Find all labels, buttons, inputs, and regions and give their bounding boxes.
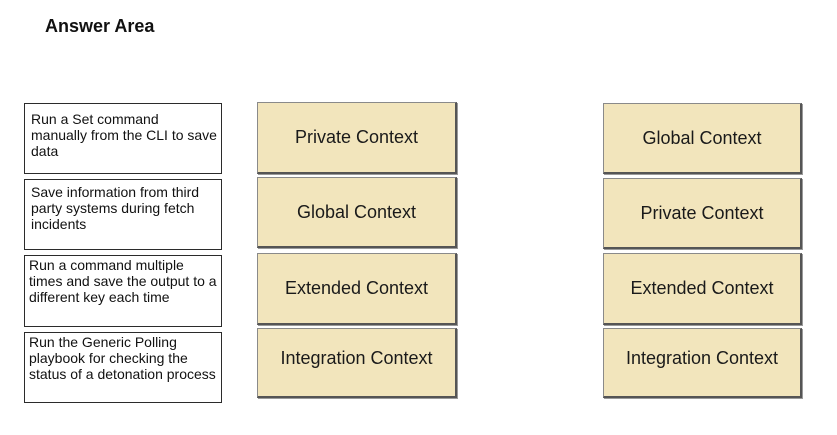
answer-slot-3[interactable]: Extended Context — [257, 253, 457, 325]
answer-slot-2[interactable]: Global Context — [257, 177, 457, 248]
answer-slot-label: Integration Context — [280, 348, 433, 368]
option-label: Integration Context — [625, 348, 779, 368]
scenario-fetch-incidents: Save information from third party system… — [24, 179, 222, 250]
option-label: Extended Context — [630, 278, 774, 298]
option-tile-integration-context[interactable]: Integration Context — [603, 328, 802, 398]
answer-slot-label: Global Context — [296, 201, 417, 222]
scenario-multiple-runs: Run a command multiple times and save th… — [24, 255, 222, 327]
answer-slot-label: Extended Context — [284, 278, 429, 298]
answer-slot-4[interactable]: Integration Context — [257, 328, 457, 398]
scenario-set-command: Run a Set command manually from the CLI … — [24, 103, 222, 174]
answer-area-title: Answer Area — [45, 16, 155, 36]
option-label: Private Context — [640, 202, 764, 223]
option-tile-private-context[interactable]: Private Context — [603, 178, 802, 249]
option-tile-global-context[interactable]: Global Context — [603, 103, 802, 174]
option-label: Global Context — [642, 127, 762, 148]
option-tile-extended-context[interactable]: Extended Context — [603, 253, 802, 325]
scenario-generic-polling: Run the Generic Polling playbook for che… — [24, 332, 222, 403]
answer-slot-label: Private Context — [294, 127, 419, 147]
answer-slot-1[interactable]: Private Context — [257, 102, 457, 174]
